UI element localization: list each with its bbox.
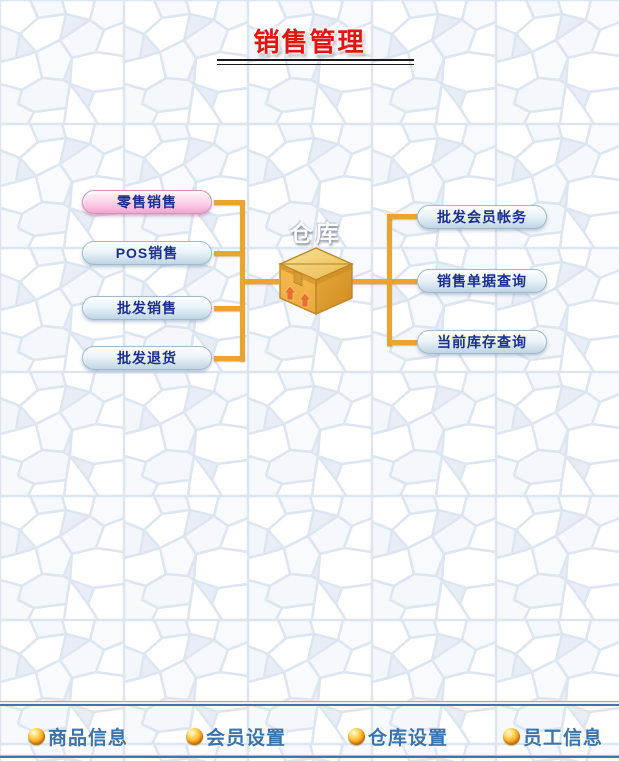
footer-top-divider: [0, 701, 619, 706]
connector-line: [214, 306, 245, 311]
button-retail-sales[interactable]: 零售销售: [82, 190, 212, 214]
footer-item-warehouse-settings[interactable]: 仓库设置: [348, 725, 449, 749]
button-wholesale-returns-label: 批发退货: [117, 350, 177, 366]
button-wholesale-sales-label: 批发销售: [117, 300, 177, 316]
warehouse-box-icon: [276, 246, 356, 321]
connector-line: [240, 200, 245, 361]
button-current-inventory-query[interactable]: 当前库存查询: [417, 330, 547, 354]
button-sales-document-query-label: 销售单据查询: [437, 273, 527, 289]
connector-line: [387, 214, 392, 346]
connector-line: [214, 356, 245, 361]
footer-item-member-settings[interactable]: 会员设置: [186, 725, 287, 749]
connector-line: [390, 340, 417, 345]
page-title: 销售管理: [253, 27, 366, 57]
footer-item-product-info[interactable]: 商品信息: [28, 725, 129, 749]
button-pos-sales-label: POS销售: [115, 245, 179, 261]
button-wholesale-returns[interactable]: 批发退货: [82, 346, 212, 370]
footer-item-warehouse-settings-label: 仓库设置: [368, 727, 449, 749]
connector-line: [350, 279, 417, 284]
button-wholesale-member-accounts[interactable]: 批发会员帐务: [417, 205, 547, 229]
warehouse-label: 仓库: [289, 220, 342, 246]
orange-ball-icon: [348, 727, 365, 745]
footer-item-employee-info[interactable]: 员工信息: [503, 725, 604, 749]
footer-item-product-info-label: 商品信息: [48, 727, 129, 749]
connector-line: [214, 200, 245, 205]
orange-ball-icon: [28, 727, 45, 745]
orange-ball-icon: [503, 727, 520, 745]
connector-line: [214, 251, 245, 256]
footer-item-employee-info-label: 员工信息: [523, 727, 604, 749]
button-wholesale-sales[interactable]: 批发销售: [82, 296, 212, 320]
footer-bottom-divider: [0, 755, 619, 758]
connector-line: [390, 214, 417, 219]
connector-line: [245, 279, 279, 284]
button-current-inventory-query-label: 当前库存查询: [437, 334, 527, 350]
footer-item-member-settings-label: 会员设置: [206, 727, 287, 749]
button-retail-sales-label: 零售销售: [117, 194, 177, 210]
button-sales-document-query[interactable]: 销售单据查询: [417, 269, 547, 293]
title-underline: [217, 59, 414, 65]
button-wholesale-member-accounts-label: 批发会员帐务: [437, 209, 527, 225]
orange-ball-icon: [186, 727, 203, 745]
button-pos-sales[interactable]: POS销售: [82, 241, 212, 265]
